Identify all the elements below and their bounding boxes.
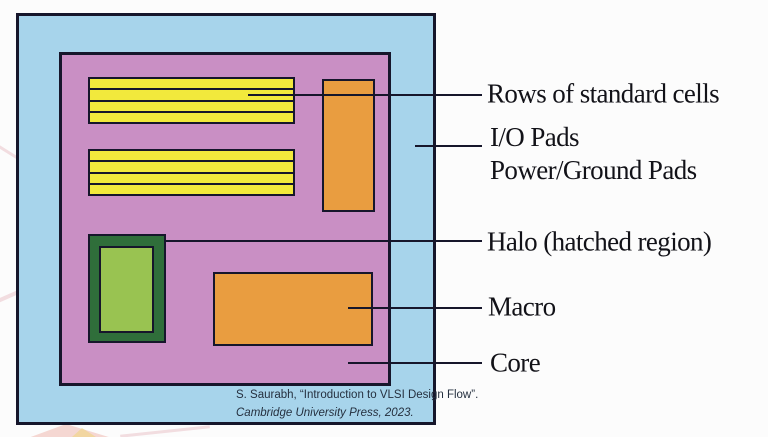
label-macro: Macro bbox=[488, 291, 556, 322]
label-halo: Halo (hatched region) bbox=[487, 226, 712, 257]
watermark-shape bbox=[28, 424, 112, 437]
std-cell-row bbox=[90, 162, 293, 172]
std-cell-row bbox=[90, 184, 293, 194]
std-cell-row bbox=[90, 173, 293, 183]
std-cell-row bbox=[90, 79, 293, 89]
leader-line-rows bbox=[248, 94, 482, 96]
label-io-power-pads: I/O Pads Power/Ground Pads bbox=[490, 121, 697, 187]
citation-line-2: Cambridge University Press, 2023. bbox=[236, 406, 414, 419]
standard-cell-row-group-2 bbox=[88, 149, 295, 196]
leader-line-core bbox=[348, 362, 482, 364]
std-cell-row bbox=[90, 90, 293, 100]
label-io-pads: I/O Pads bbox=[490, 122, 580, 152]
leader-line-io-pads bbox=[415, 145, 482, 147]
std-cell-row bbox=[90, 151, 293, 161]
std-cell-row bbox=[90, 101, 293, 111]
macro-block-horizontal bbox=[213, 272, 373, 346]
macro-block-vertical bbox=[322, 79, 375, 212]
leader-line-macro bbox=[348, 307, 482, 309]
citation: S. Saurabh, “Introduction to VLSI Design… bbox=[236, 387, 478, 422]
watermark-shape bbox=[72, 428, 96, 437]
label-power-ground-pads: Power/Ground Pads bbox=[490, 155, 697, 185]
macro-inside-halo bbox=[99, 246, 154, 333]
standard-cell-row-group-1 bbox=[88, 77, 295, 124]
std-cell-row bbox=[90, 112, 293, 122]
label-rows-of-standard-cells: Rows of standard cells bbox=[487, 78, 720, 109]
watermark-stroke bbox=[120, 425, 210, 437]
citation-line-1: S. Saurabh, “Introduction to VLSI Design… bbox=[236, 389, 479, 401]
label-core: Core bbox=[490, 347, 541, 378]
leader-line-halo bbox=[165, 240, 482, 242]
